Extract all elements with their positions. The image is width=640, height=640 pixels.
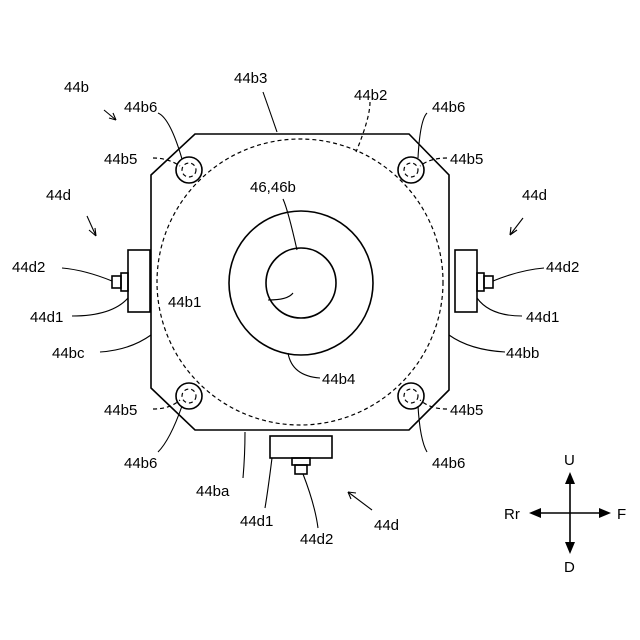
dashed-circle <box>157 139 443 425</box>
label-44d-right: 44d <box>522 187 547 204</box>
arrow-left-icon <box>529 508 541 518</box>
label-44b5-bottom-right: 44b5 <box>450 402 483 419</box>
label-44b1: 44b1 <box>168 294 201 311</box>
corner-boss-top-left <box>176 157 202 183</box>
label-44b6-bottom-right: 44b6 <box>432 455 465 472</box>
label-44b5-top-right: 44b5 <box>450 151 483 168</box>
direction-label-down: D <box>564 559 575 576</box>
label-44d2-right: 44d2 <box>546 259 579 276</box>
label-44b6-top-left: 44b6 <box>124 99 157 116</box>
label-44ba: 44ba <box>196 483 230 500</box>
direction-label-up: U <box>564 452 575 469</box>
label-44b3: 44b3 <box>234 70 267 87</box>
ring-inner-hole <box>266 248 336 318</box>
corner-boss-bottom-right <box>398 383 424 409</box>
corner-boss-top-right <box>398 157 424 183</box>
label-44d-left: 44d <box>46 187 71 204</box>
label-44d1-right: 44d1 <box>526 309 559 326</box>
label-44b6-top-right: 44b6 <box>432 99 465 116</box>
direction-label-right: F <box>617 506 626 523</box>
label-44b4: 44b4 <box>322 371 355 388</box>
ring-outer <box>229 211 373 355</box>
arrow-down-icon <box>565 542 575 554</box>
label-44b6-bottom-left: 44b6 <box>124 455 157 472</box>
label-44b2: 44b2 <box>354 87 387 104</box>
label-44d1-bottom: 44d1 <box>240 513 273 530</box>
adjuster-left <box>112 250 150 312</box>
arrow-right-icon <box>599 508 611 518</box>
label-44d2-bottom: 44d2 <box>300 531 333 548</box>
direction-indicator <box>529 472 611 554</box>
direction-label-left: Rr <box>504 506 520 523</box>
label-44b5-top-left: 44b5 <box>104 151 137 168</box>
label-44bc: 44bc <box>52 345 85 362</box>
label-46-46b: 46,46b <box>250 179 296 196</box>
arrow-up-icon <box>565 472 575 484</box>
adjuster-bottom <box>270 436 332 474</box>
label-44b: 44b <box>64 79 89 96</box>
adjuster-right <box>455 250 493 312</box>
label-44b5-bottom-left: 44b5 <box>104 402 137 419</box>
label-44d-bottom: 44d <box>374 517 399 534</box>
label-44bb: 44bb <box>506 345 539 362</box>
label-44d1-left: 44d1 <box>30 309 63 326</box>
corner-boss-bottom-left <box>176 383 202 409</box>
label-44d2-left: 44d2 <box>12 259 45 276</box>
